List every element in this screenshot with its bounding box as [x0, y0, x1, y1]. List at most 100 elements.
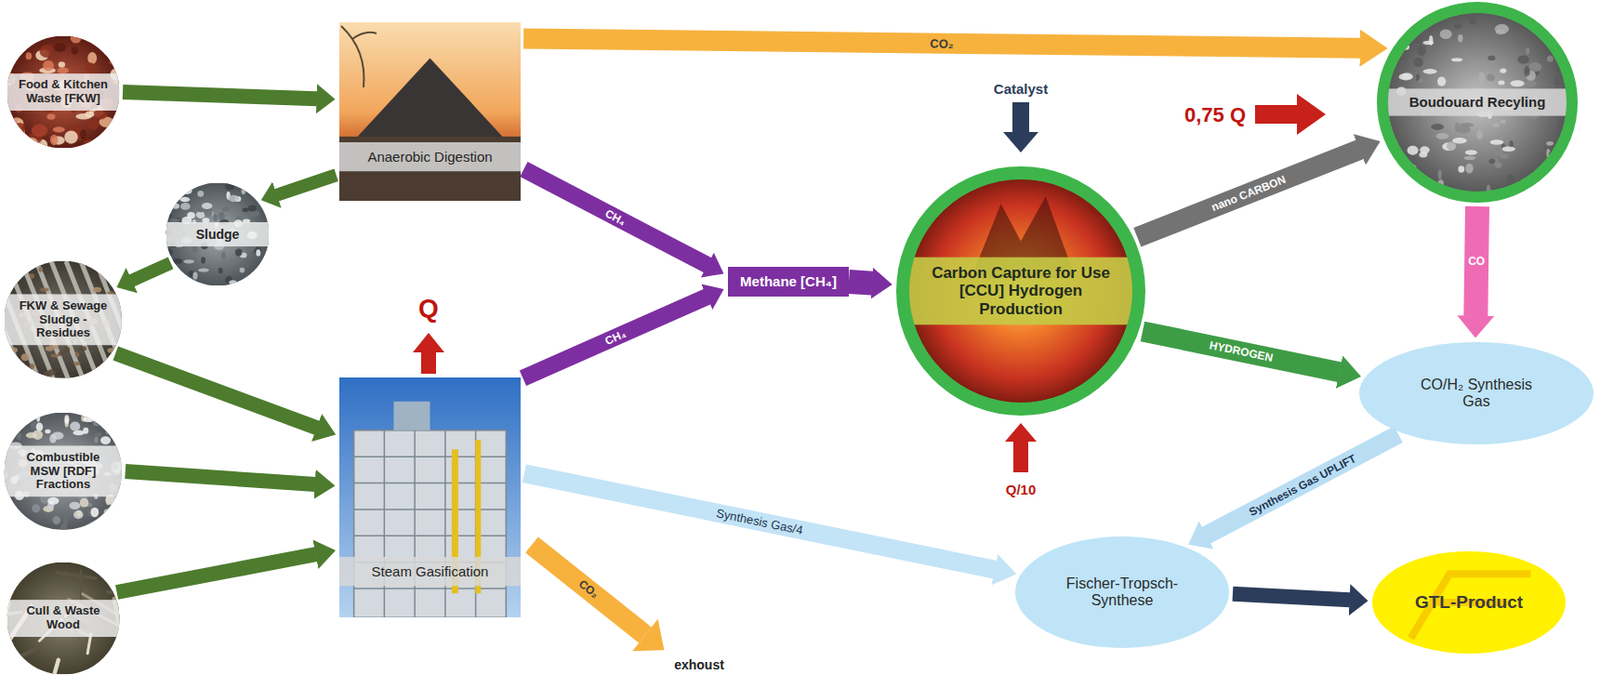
- flow-arrow: [1232, 594, 1350, 600]
- photo-texture: [29, 375, 40, 381]
- photo-texture: [171, 203, 180, 210]
- photo-texture: [87, 507, 99, 517]
- label-band: [7, 73, 120, 111]
- photo-beam: [383, 430, 386, 618]
- photo-texture: [13, 136, 23, 146]
- photo-texture: [0, 602, 9, 641]
- photo-texture: [163, 259, 171, 267]
- photo-texture: [47, 660, 59, 688]
- photo-ground: [1376, 1, 1578, 203]
- photo-texture: [16, 434, 23, 440]
- photo-texture: [221, 251, 226, 261]
- node-label: Food & Kitchen Waste [FKW]: [13, 78, 113, 106]
- heat-arrow-head: [412, 332, 445, 353]
- photo-texture: [106, 370, 116, 376]
- photo-texture: [108, 59, 123, 67]
- photo-texture: [52, 126, 66, 133]
- photo-texture: [82, 427, 89, 435]
- photo-texture: [1555, 172, 1567, 185]
- photo-texture: [83, 416, 94, 423]
- photo-beam: [413, 430, 416, 618]
- label-band: [896, 257, 1146, 326]
- photo-texture: [69, 502, 81, 510]
- photo-texture: [109, 144, 127, 150]
- photo-texture: [192, 271, 198, 279]
- photo-texture: [31, 503, 40, 513]
- photo-texture: [1379, 179, 1386, 184]
- photo-texture: [1377, 2, 1385, 11]
- photo-tank: [394, 401, 431, 431]
- heat-arrow: [412, 332, 445, 374]
- flow-label: CH₄: [603, 207, 628, 227]
- photo-texture: [45, 346, 54, 352]
- photo-texture: [52, 515, 62, 525]
- photo-texture: [112, 521, 121, 529]
- flow-arrow: [522, 296, 707, 379]
- photo-texture: [52, 432, 65, 440]
- photo-texture: [1413, 194, 1422, 200]
- node-label: CO/H₂ Synthesis Gas: [1406, 376, 1547, 411]
- photo-ground: [339, 22, 521, 201]
- photo-texture: [107, 132, 123, 145]
- photo-texture: [15, 665, 60, 688]
- photo-texture: [1563, 169, 1571, 177]
- heat-label: Q/10: [1005, 482, 1037, 499]
- photo-texture: [1454, 23, 1463, 29]
- photo-texture: [1446, 141, 1456, 151]
- heat-arrow: [1004, 423, 1037, 473]
- photo-texture: [224, 182, 236, 191]
- photo-texture: [1454, 122, 1461, 133]
- photo-texture: [10, 347, 18, 354]
- node-ground: [1359, 342, 1594, 445]
- photo-texture: [1457, 165, 1465, 172]
- catalyst-arrow-shaft: [1012, 102, 1030, 133]
- photo-texture: [198, 268, 210, 273]
- photo-texture: [1468, 17, 1477, 25]
- logo-mark: [1411, 573, 1532, 638]
- photo-texture: [97, 36, 105, 45]
- photo-texture: [36, 412, 40, 422]
- flow-label: Synthesis Gas/4: [714, 506, 804, 537]
- photo-texture: [76, 510, 82, 517]
- photo-texture: [1416, 44, 1427, 56]
- heat-arrow-head: [1004, 423, 1037, 442]
- photo-texture: [218, 267, 224, 274]
- flow-arrow: [1137, 149, 1360, 239]
- node-fill: [1, 412, 124, 533]
- photo-texture: [86, 526, 95, 532]
- flow-arrow: [117, 554, 317, 593]
- photo-texture: [1441, 142, 1455, 151]
- photo-texture: [1563, 41, 1573, 47]
- heat-arrow-shaft: [1013, 440, 1029, 473]
- photo-texture: [29, 525, 35, 529]
- photo-texture: [1495, 150, 1504, 157]
- photo-texture: [39, 288, 50, 292]
- photo-texture: [171, 258, 183, 265]
- photo-texture: [43, 370, 53, 378]
- node-label: GTL-Product: [1414, 592, 1523, 613]
- process-circle: Boudouard Recyling: [1376, 1, 1578, 203]
- photo-texture: [165, 188, 172, 193]
- photo-texture: [1440, 28, 1453, 40]
- exhaust-arrow-head: [632, 619, 664, 651]
- photo-texture: [71, 46, 79, 55]
- photo-texture: [239, 267, 246, 274]
- photo-texture: [7, 352, 14, 358]
- photo-texture: [1499, 67, 1507, 73]
- photo-texture: [105, 495, 112, 506]
- photo-texture: [1546, 183, 1552, 192]
- photo-texture: [64, 515, 68, 526]
- photo-texture: [1495, 161, 1503, 169]
- photo-texture: [1383, 12, 1388, 16]
- photo-texture: [105, 51, 119, 62]
- node-fill: [896, 166, 1146, 416]
- photo-texture: [47, 497, 59, 505]
- photo-texture: [92, 109, 108, 120]
- catalyst-label: Catalyst: [993, 81, 1048, 98]
- photo-texture: [1407, 145, 1419, 156]
- photo-texture: [1478, 72, 1485, 83]
- photo-texture: [104, 508, 113, 516]
- photo-texture: [50, 134, 58, 146]
